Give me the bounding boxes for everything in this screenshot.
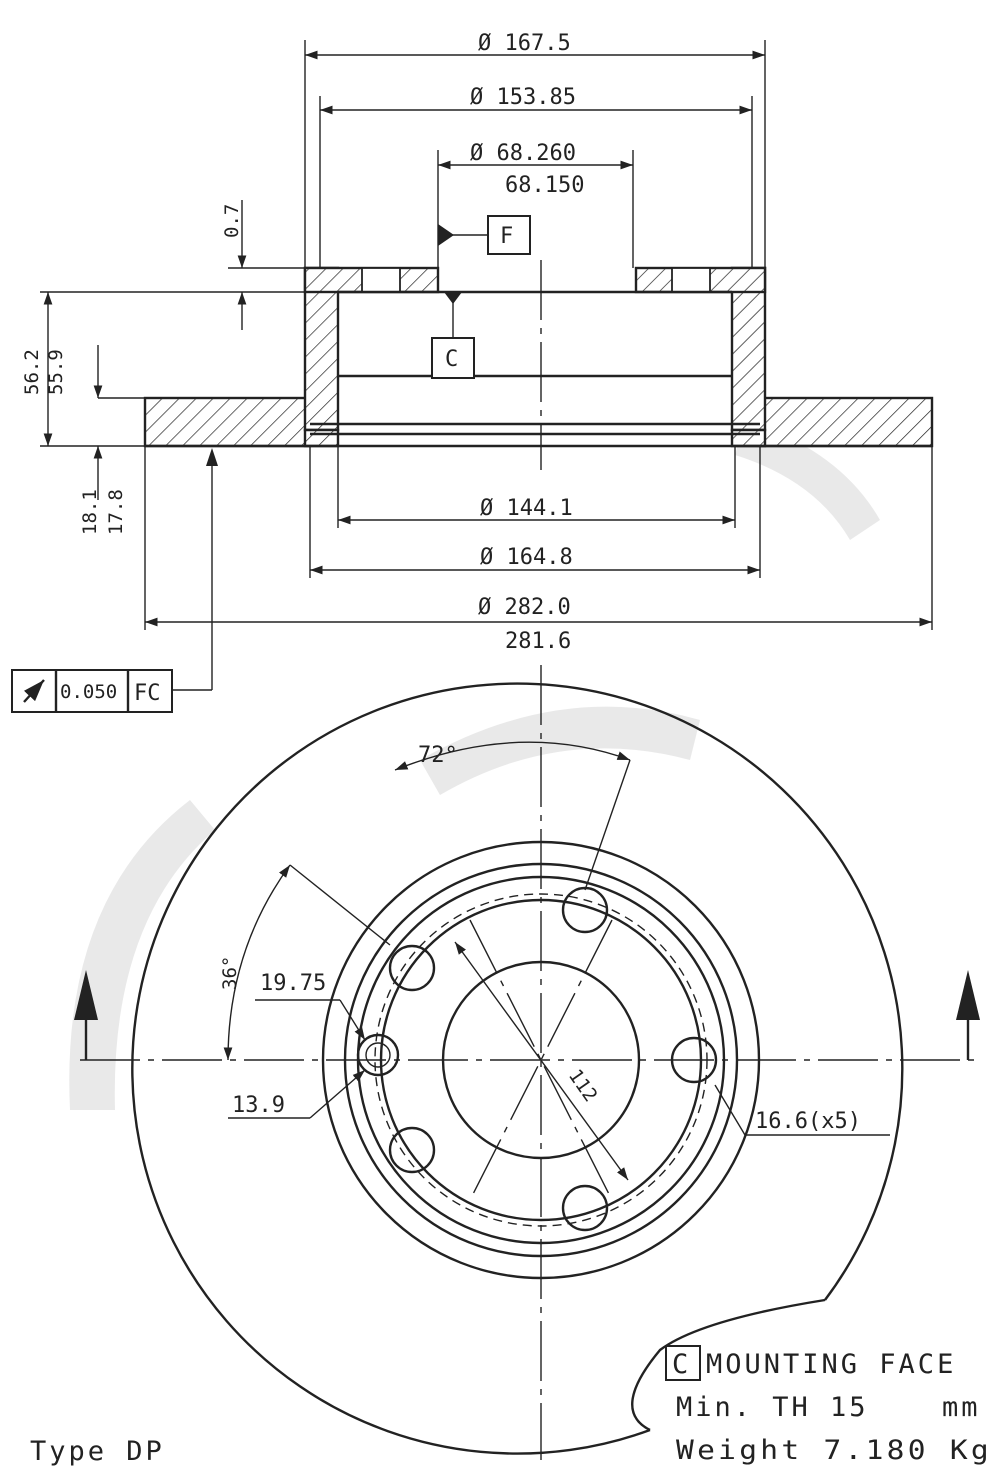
dim-flange-thickness: 0.7: [221, 204, 243, 238]
dim-disc-thickness-max: 18.1: [79, 489, 101, 535]
info-weight: Weight 7.180 Kg: [676, 1435, 992, 1466]
front-dimensions: 72° 36° 19.75 13.9 16.6(x5) 112: [219, 741, 890, 1181]
dim-bore-min: 68.150: [505, 173, 584, 198]
watermark: [69, 420, 880, 1110]
dim-disc-thickness-min: 17.8: [105, 489, 127, 535]
info-datum-letter: C: [672, 1349, 691, 1380]
dim-disc-max: Ø 282.0: [478, 595, 571, 620]
tolerance-reference: FC: [134, 681, 161, 706]
dim-friction-inner: Ø 144.1: [480, 496, 573, 521]
datum-f: F: [500, 224, 513, 249]
type-label: Type DP: [30, 1436, 165, 1467]
datum-c: C: [445, 347, 458, 372]
dim-disc-min: 281.6: [505, 629, 571, 654]
dim-bore-max: Ø 68.260: [470, 141, 576, 166]
front-view: [74, 665, 980, 1460]
info-box: C MOUNTING FACE Min. TH 15 mm Weight 7.1…: [665, 1345, 992, 1466]
dim-outer-hat: Ø 167.5: [478, 31, 571, 56]
dim-total-height-min: 55.9: [45, 349, 67, 395]
dim-hole-large: 16.6(x5): [755, 1109, 861, 1134]
section-dimensions: Ø 167.5 Ø 153.85 Ø 68.260 68.150 Ø 144.1…: [11, 31, 933, 713]
info-min-th-unit: mm: [942, 1392, 981, 1423]
info-min-th: Min. TH 15: [676, 1392, 869, 1423]
dim-hat-base: Ø 164.8: [480, 545, 573, 570]
tolerance-value: 0.050: [60, 681, 117, 703]
dim-inner-hat: Ø 153.85: [470, 85, 576, 110]
dim-hole-small: 13.9: [232, 1093, 285, 1118]
section-view: [143, 260, 934, 470]
info-mounting-face: MOUNTING FACE: [706, 1349, 956, 1380]
dim-hole-pitch: 19.75: [260, 971, 326, 996]
dim-total-height-max: 56.2: [21, 349, 43, 395]
dim-offset-angle: 36°: [219, 956, 241, 990]
dim-bolt-angle: 72°: [418, 743, 458, 768]
